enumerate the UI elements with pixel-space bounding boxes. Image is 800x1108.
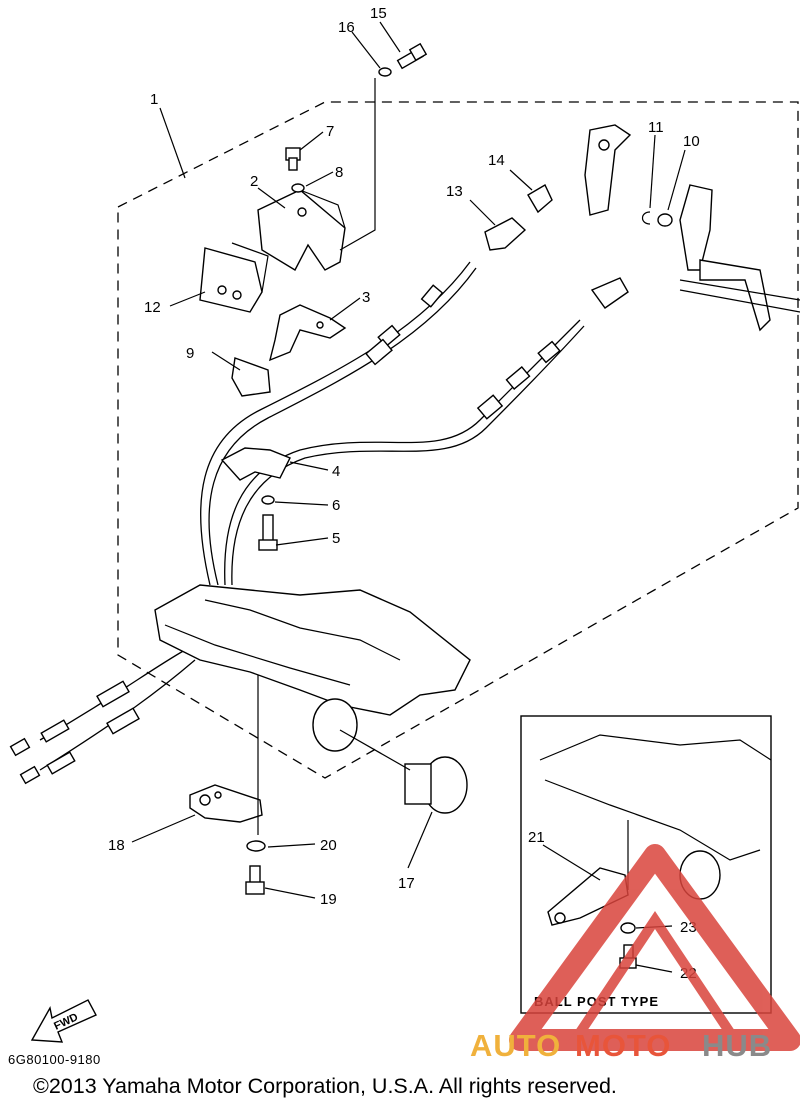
plate-part-18 [189,784,263,823]
washer-part-6 [261,495,275,505]
leader-15-to-2 [339,78,376,251]
bolt-part-19 [245,865,265,895]
callout-16: 16 [338,19,355,36]
holder-part-9 [231,357,271,397]
washer-part-8 [291,183,305,193]
callout-11: 11 [648,119,664,136]
callout-18: 18 [108,837,125,854]
callout-numbers: 1 2 3 4 5 6 7 8 9 10 11 12 13 14 15 16 1… [108,5,700,982]
callout-10: 10 [683,133,700,150]
bolt-part-15 [396,42,428,70]
grommet-part-17 [339,729,468,814]
callout-15: 15 [370,5,387,22]
clip-part-4 [220,447,291,481]
bolt-part-7 [285,147,301,171]
washer-part-20 [246,840,266,852]
callout-2: 2 [250,173,258,190]
leader-lines [131,21,686,973]
callout-5: 5 [332,530,340,547]
plate-part-3 [268,304,347,362]
bracket-plate-part-2 [257,189,346,271]
callout-7: 7 [326,123,334,140]
fwd-arrow: FWD [30,999,97,1043]
part-code: 6G80100-9180 [8,1052,101,1067]
fwd-label: FWD [52,1011,80,1032]
copyright: ©2013 Yamaha Motor Corporation, U.S.A. A… [33,1074,617,1098]
callout-9: 9 [186,345,194,362]
washer-part-10 [657,213,673,227]
callout-1: 1 [150,91,158,108]
callout-17: 17 [398,875,415,892]
assembly-outline [117,101,799,779]
throttle-cable [200,261,477,586]
throttle-lever [584,124,632,216]
clip-part-14 [527,184,553,214]
cable-end-shift [590,277,629,309]
watermark-auto: AUTO [470,1028,562,1063]
lower-cables [9,649,196,785]
holder-part-12 [199,242,269,313]
callout-6: 6 [332,497,340,514]
callout-3: 3 [362,289,370,306]
callout-14: 14 [488,152,505,169]
callout-19: 19 [320,891,337,908]
callout-21: 21 [528,829,545,846]
watermark-moto: MOTO [575,1028,672,1063]
washer-part-16 [378,67,392,77]
watermark-hub: HUB [702,1028,773,1063]
cable-end-part-13 [484,217,527,251]
callout-4: 4 [332,463,340,480]
callout-13: 13 [446,183,463,200]
shift-cable [224,319,585,586]
bolt-part-5 [258,514,278,551]
circlip-part-11 [641,211,651,225]
callout-8: 8 [335,164,343,181]
watermark-triangle-icon [509,844,800,1051]
callout-20: 20 [320,837,337,854]
shift-lever [679,184,800,332]
bracket-body [154,584,471,752]
callout-12: 12 [144,299,161,316]
